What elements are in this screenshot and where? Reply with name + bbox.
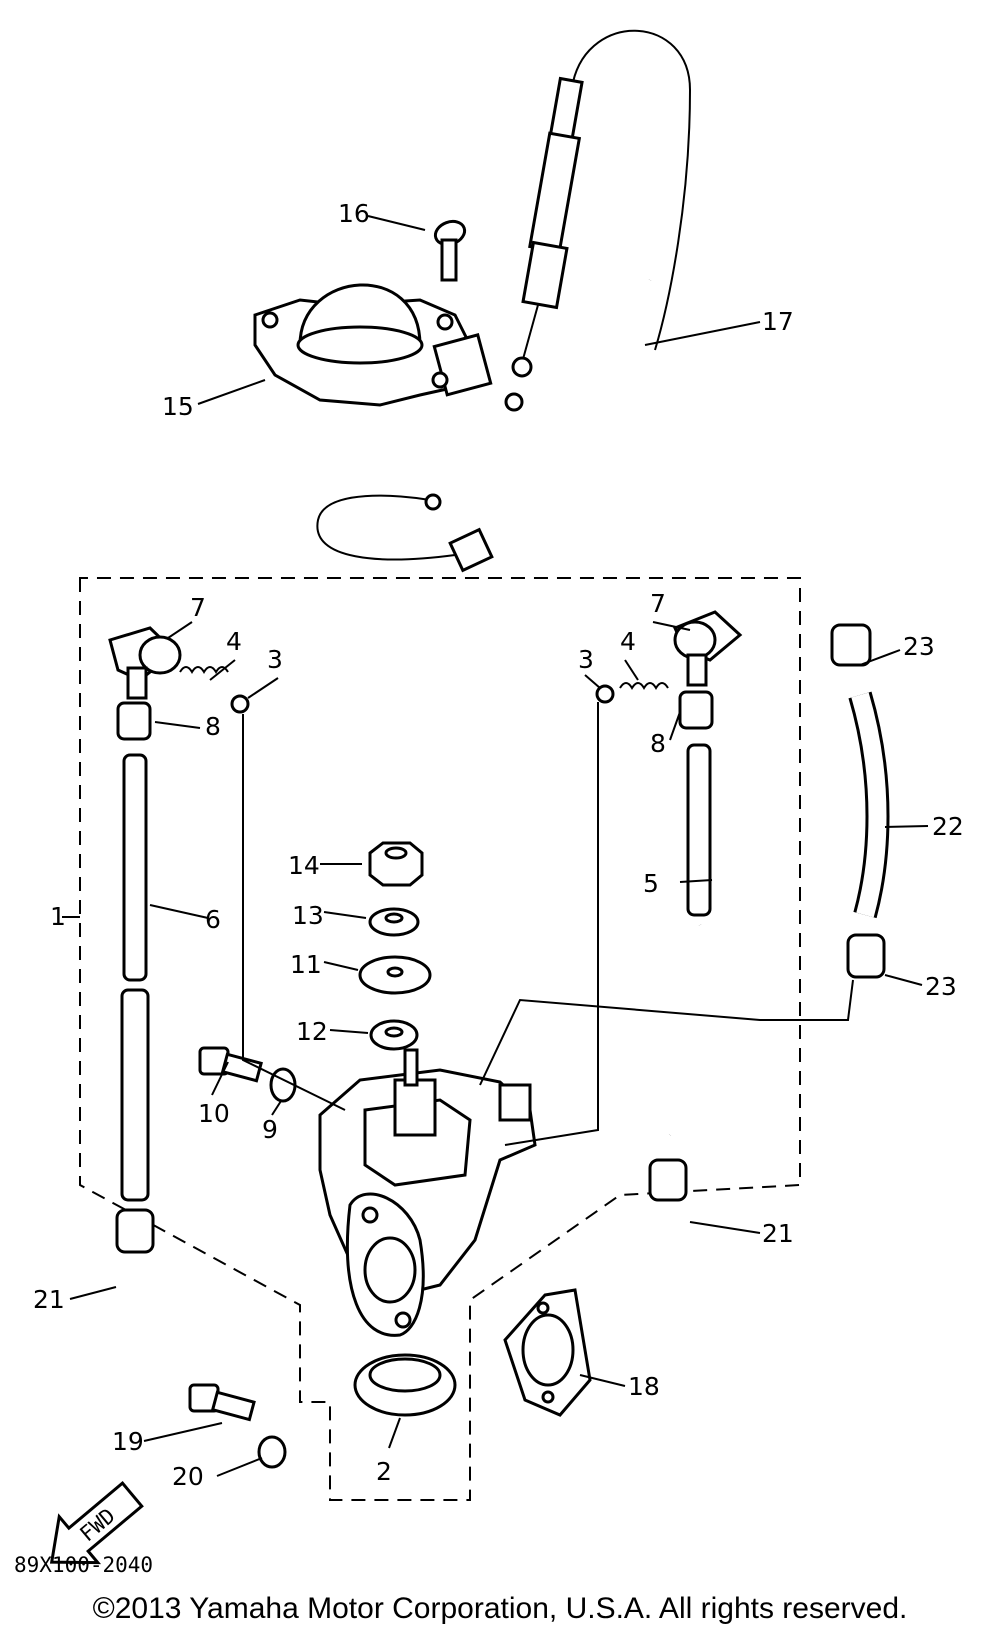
callout-3-right: 3 <box>578 645 594 674</box>
callout-8-right: 8 <box>650 729 666 758</box>
callout-16: 16 <box>338 199 370 228</box>
bolt-10 <box>198 1046 297 1103</box>
leader-lines <box>69 215 929 1477</box>
callout-1: 1 <box>50 902 66 931</box>
callout-3-left: 3 <box>267 645 283 674</box>
right-fittings <box>595 610 890 1202</box>
callout-4-left: 4 <box>226 627 242 656</box>
callout-23-lower: 23 <box>925 972 957 1001</box>
diagram-number: 89X100-2040 <box>14 1553 153 1577</box>
callout-6: 6 <box>205 905 221 934</box>
copyright-notice: ©2013 Yamaha Motor Corporation, U.S.A. A… <box>92 1592 908 1625</box>
stack-parts <box>358 841 432 1051</box>
callout-21-right: 21 <box>762 1219 794 1248</box>
callout-17: 17 <box>762 307 794 336</box>
callout-18: 18 <box>628 1372 660 1401</box>
callout-12: 12 <box>296 1017 328 1046</box>
callout-11: 11 <box>290 950 322 979</box>
callout-2: 2 <box>376 1457 392 1486</box>
callouts: 1 2 3 3 4 4 5 6 7 7 8 8 9 10 11 12 13 14… <box>33 199 964 1491</box>
callout-19: 19 <box>112 1427 144 1456</box>
oil-pump-body <box>318 1048 537 1337</box>
callout-7-right: 7 <box>650 589 666 618</box>
callout-23-upper: 23 <box>903 632 935 661</box>
callout-13: 13 <box>292 901 324 930</box>
screw-16 <box>433 219 467 282</box>
oil-seal-2 <box>353 1353 457 1417</box>
bolt-19 <box>188 1383 287 1469</box>
throttle-cable <box>316 29 692 573</box>
callout-8-left: 8 <box>205 712 221 741</box>
callout-21-left: 21 <box>33 1285 65 1314</box>
left-fittings <box>108 626 250 1254</box>
callout-10: 10 <box>198 1099 230 1128</box>
callout-7-left: 7 <box>190 593 206 622</box>
callout-20: 20 <box>172 1462 204 1491</box>
assembly-outline <box>62 577 801 1501</box>
callout-4-right: 4 <box>620 627 636 656</box>
callout-15: 15 <box>162 392 194 421</box>
callout-9: 9 <box>262 1115 278 1144</box>
callout-22: 22 <box>932 812 964 841</box>
pump-cover <box>253 283 493 407</box>
callout-14: 14 <box>288 851 320 880</box>
callout-5: 5 <box>643 869 659 898</box>
gasket-18 <box>503 1288 592 1417</box>
